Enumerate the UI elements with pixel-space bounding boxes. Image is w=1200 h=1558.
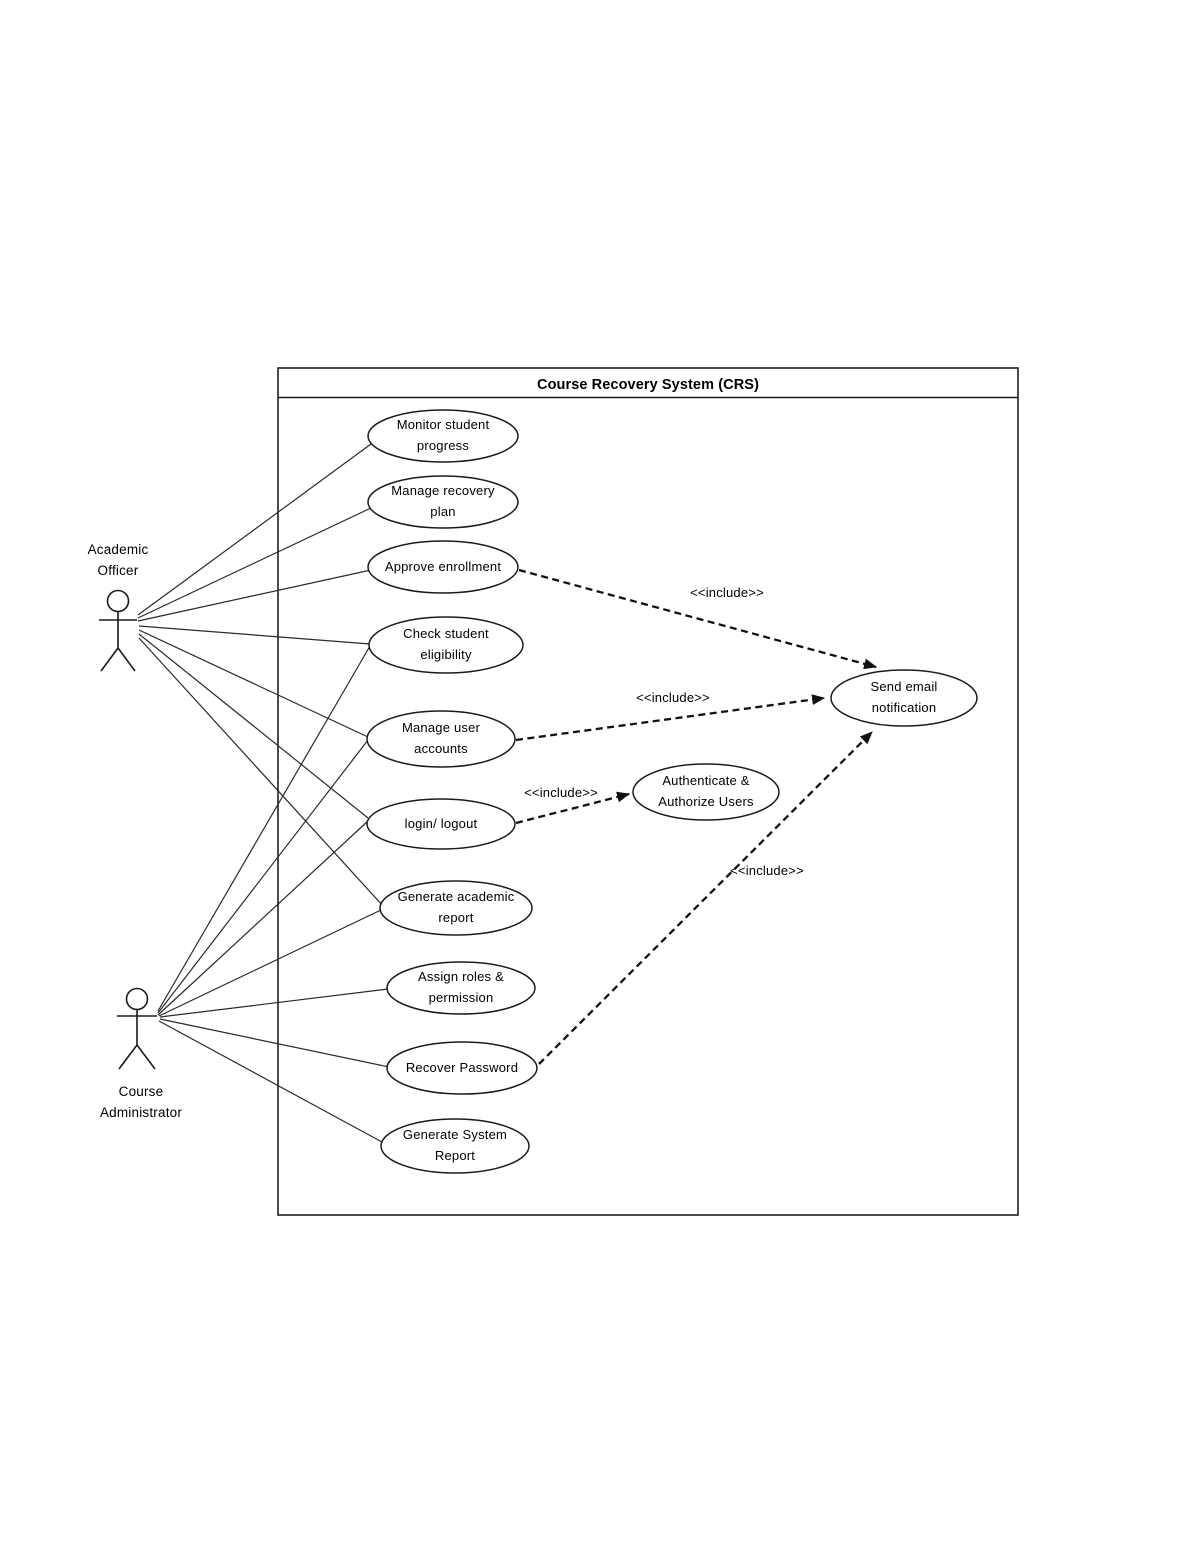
association-line: [157, 645, 371, 1012]
associations-course-administrator: [157, 645, 390, 1143]
association-line: [137, 443, 372, 616]
association-line: [138, 629, 369, 738]
association-line: [138, 625, 371, 645]
use-case-label-line: Approve enrollment: [385, 559, 502, 574]
use-case-ellipse: [366, 798, 516, 850]
use-case-label-line: Monitor student: [397, 417, 490, 432]
use-case-label-line: Check student: [403, 626, 489, 641]
use-case-ellipse: [367, 540, 519, 594]
actor-label-line: Course: [119, 1084, 164, 1099]
actor-label-line: Academic: [88, 542, 149, 557]
use-case-monitor-student-progress: Monitor student progress: [367, 409, 519, 463]
use-case-label-line: Authenticate &: [662, 773, 749, 788]
include-arrow-approve-enrollment: [518, 568, 878, 670]
use-case-label-line: Report: [435, 1148, 475, 1163]
use-case-generate-academic-report: Generate academic report: [379, 880, 533, 936]
association-line: [159, 1018, 390, 1068]
association-line: [138, 633, 369, 819]
association-line: [157, 820, 369, 1016]
include-label: <<include>>: [730, 863, 804, 878]
use-case-label-line: Assign roles &: [418, 969, 504, 984]
use-case-label-line: Generate academic: [398, 889, 515, 904]
use-case-ellipse: [368, 616, 524, 674]
use-case-ellipse: [380, 1118, 530, 1174]
use-case-label-line: accounts: [414, 741, 468, 756]
use-case-label-line: progress: [417, 438, 469, 453]
use-case-login-logout: login/ logout: [366, 798, 516, 850]
association-line: [137, 507, 372, 619]
use-case-label-line: plan: [430, 504, 455, 519]
use-case-recover-password: Recover Password: [386, 1041, 538, 1095]
association-line: [138, 637, 384, 907]
use-case-label-line: Authorize Users: [658, 794, 754, 809]
use-case-manage-user-accounts: Manage user accounts: [366, 710, 516, 768]
system-title: Course Recovery System (CRS): [537, 377, 759, 393]
actor-label-line: Officer: [98, 563, 139, 578]
actor-academic-officer: Academic Officer: [88, 542, 149, 672]
include-label: <<include>>: [524, 785, 598, 800]
use-case-label-line: Recover Password: [406, 1060, 518, 1075]
actor-course-administrator: Course Administrator: [100, 987, 182, 1120]
use-case-assign-roles-permission: Assign roles & permission: [386, 961, 536, 1015]
use-case-label-line: permission: [429, 990, 494, 1005]
association-line: [137, 569, 372, 622]
use-case-ellipse: [386, 961, 536, 1015]
use-case-check-student-eligibility: Check student eligibility: [368, 616, 524, 674]
include-arrow-recover-password: [538, 731, 873, 1065]
use-case-ellipse: [366, 710, 516, 768]
include-arrows: [515, 568, 878, 1065]
use-case-ellipse: [367, 409, 519, 463]
use-case-ellipse: [367, 475, 519, 529]
use-case-generate-system-report: Generate System Report: [380, 1118, 530, 1174]
include-arrow-manage-user-accounts: [515, 694, 826, 742]
include-label: <<include>>: [690, 585, 764, 600]
use-case-ellipse: [632, 763, 780, 821]
include-arrow-login-logout: [515, 791, 631, 825]
actor-figure: [99, 589, 137, 672]
associations-academic-officer: [137, 443, 384, 907]
use-case-label-line: login/ logout: [405, 816, 478, 831]
association-line: [158, 1020, 383, 1143]
use-case-label-line: Manage recovery: [391, 483, 495, 498]
use-case-manage-recovery-plan: Manage recovery plan: [367, 475, 519, 529]
use-case-label-line: Generate System: [403, 1127, 507, 1142]
include-label: <<include>>: [636, 690, 710, 705]
use-case-ellipse: [386, 1041, 538, 1095]
use-case-approve-enrollment: Approve enrollment: [367, 540, 519, 594]
association-line: [159, 988, 389, 1018]
use-case-label-line: eligibility: [420, 647, 472, 662]
association-line: [158, 908, 384, 1017]
use-case-ellipse: [379, 880, 533, 936]
use-case-authenticate-authorize-users: Authenticate & Authorize Users: [632, 763, 780, 821]
use-case-label-line: Manage user: [402, 720, 481, 735]
association-line: [157, 739, 369, 1014]
use-case-label-line: report: [438, 910, 473, 925]
use-case-send-email-notification: Send email notification: [830, 669, 978, 727]
actor-label-line: Administrator: [100, 1105, 182, 1120]
use-case-label-line: notification: [872, 700, 937, 715]
use-case-label-line: Send email: [870, 679, 937, 694]
actor-figure: [117, 987, 157, 1070]
use-case-ellipse: [830, 669, 978, 727]
